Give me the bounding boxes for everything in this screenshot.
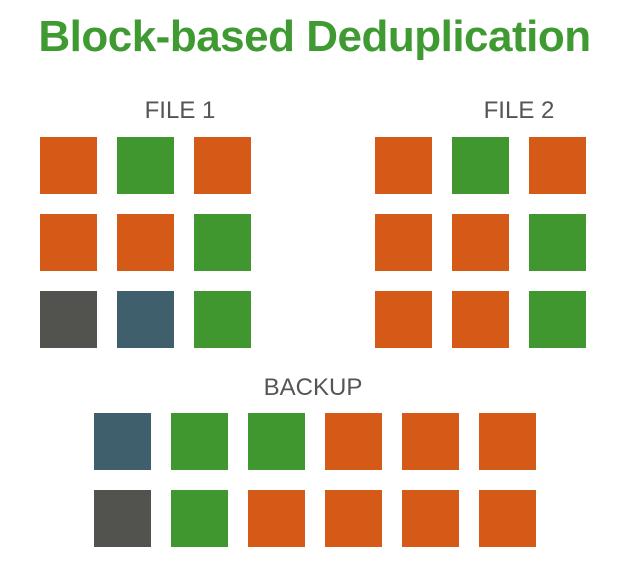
backup-block-orange [402, 490, 459, 547]
backup-label: BACKUP [263, 374, 363, 401]
backup-block-green [248, 413, 305, 470]
backup-block-gray [94, 490, 151, 547]
file1-block-slate [117, 291, 174, 348]
backup-block-green [171, 413, 228, 470]
file2-block-orange [452, 214, 509, 271]
file1-block-gray [40, 291, 97, 348]
backup-block-slate [94, 413, 151, 470]
file2-block-green [529, 214, 586, 271]
file1-block-orange [40, 137, 97, 194]
backup-block-orange [325, 490, 382, 547]
backup-block-orange [479, 413, 536, 470]
diagram-title: Block-based Deduplication [38, 12, 591, 61]
file2-block-orange [375, 137, 432, 194]
backup-block-orange [325, 413, 382, 470]
file1-block-green [194, 214, 251, 271]
file2-label: FILE 2 [483, 97, 555, 124]
file1-block-green [117, 137, 174, 194]
file1-block-green [194, 291, 251, 348]
backup-block-orange [479, 490, 536, 547]
backup-block-orange [248, 490, 305, 547]
file1-block-orange [194, 137, 251, 194]
file1-block-orange [117, 214, 174, 271]
file1-label: FILE 1 [144, 97, 216, 124]
backup-block-green [171, 490, 228, 547]
backup-block-orange [402, 413, 459, 470]
file2-block-orange [375, 291, 432, 348]
file2-block-orange [452, 291, 509, 348]
file2-block-green [529, 291, 586, 348]
file1-block-orange [40, 214, 97, 271]
file2-block-green [452, 137, 509, 194]
file2-block-orange [529, 137, 586, 194]
file2-block-orange [375, 214, 432, 271]
